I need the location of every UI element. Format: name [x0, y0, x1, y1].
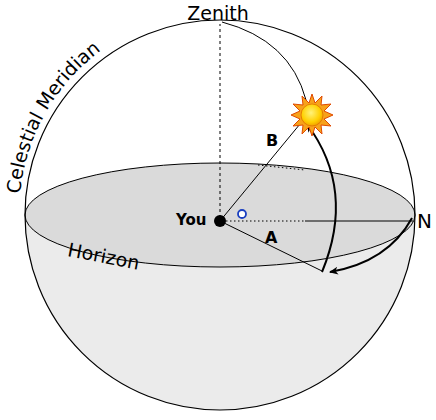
zenith-label: Zenith — [187, 4, 249, 23]
altitude-arrow — [307, 124, 336, 272]
zenith-line — [220, 24, 221, 218]
north-ray — [305, 221, 413, 222]
meridian-arc — [222, 22, 306, 100]
segment-label: A — [265, 230, 277, 246]
curved-label-text: Celestial Meridian — [2, 36, 104, 195]
marker-circle — [238, 210, 246, 218]
azimuth-arrow — [330, 218, 412, 272]
altitude-ray — [220, 124, 300, 221]
sphere-outline — [25, 20, 415, 410]
sun-symbol — [291, 94, 333, 136]
direction-label: N — [417, 211, 432, 231]
segment-label: B — [266, 133, 278, 149]
azimuth-ray — [220, 221, 322, 271]
meridian-label: Celestial Meridian — [2, 36, 104, 195]
north-ray-dotted — [226, 221, 305, 222]
hidden-line — [258, 165, 305, 170]
observer-dot — [214, 215, 226, 227]
observer-label: You — [176, 213, 206, 228]
